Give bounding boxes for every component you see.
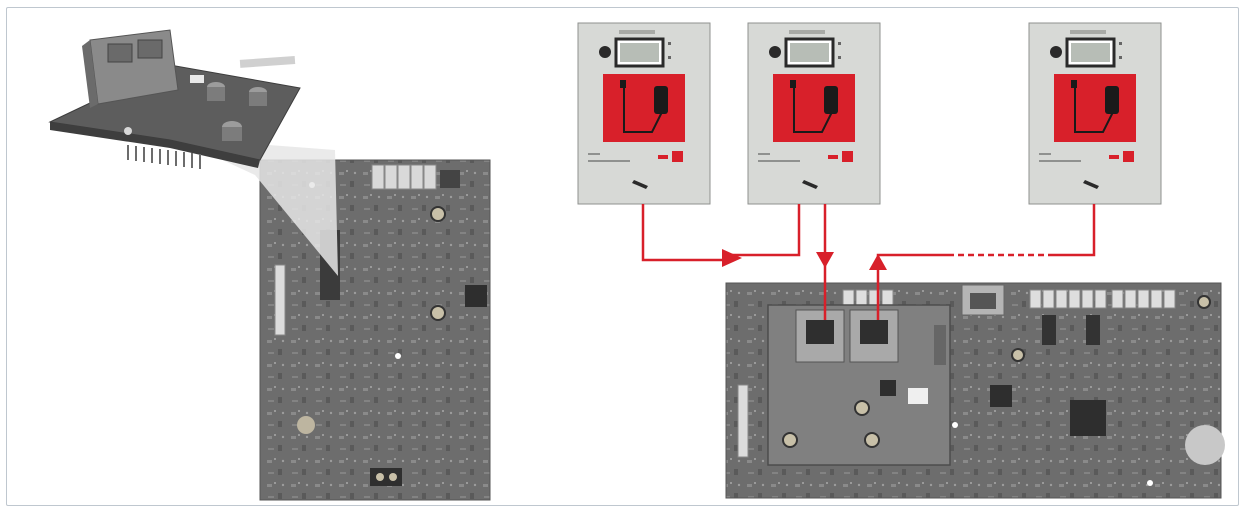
module-label-sticker	[190, 75, 204, 83]
plug-in-module	[50, 30, 300, 169]
arrow-down-to-jack	[816, 252, 834, 268]
panel-3-label-2	[1039, 160, 1081, 162]
arrow-right-to-junction	[722, 249, 742, 267]
panel-2-label-2	[758, 160, 800, 162]
module-mount-hole	[124, 127, 132, 135]
wire-panel-1	[643, 204, 722, 260]
right-board-side-connector	[738, 385, 748, 457]
right-board-chip	[990, 385, 1012, 407]
panel-1-label-2	[588, 160, 630, 162]
panel-2-label-top	[789, 30, 825, 34]
panel-3-label-top	[1070, 30, 1106, 34]
panel-1-speaker-icon	[599, 46, 611, 58]
left-board-side-connector	[275, 265, 285, 335]
right-board-processor	[1070, 400, 1106, 436]
handset-icon	[824, 86, 838, 114]
module-header-strip	[240, 56, 295, 68]
alarm-panel-1	[578, 23, 710, 204]
left-board-capacitor	[297, 416, 315, 434]
alarm-button-icon	[1123, 151, 1134, 162]
alarm-button-icon	[842, 151, 853, 162]
left-board-mount-1	[431, 207, 445, 221]
panel-2-label-1	[758, 153, 770, 155]
handset-icon	[1105, 86, 1119, 114]
arrow-up-from-jack	[869, 254, 887, 270]
right-board-battery	[1185, 425, 1225, 465]
installed-module	[768, 305, 950, 465]
handset-icon	[654, 86, 668, 114]
left-board-terminal	[370, 468, 402, 486]
panel-2-speaker-icon	[769, 46, 781, 58]
arrowheads	[722, 249, 887, 270]
alarm-button-icon	[672, 151, 683, 162]
module-label	[908, 388, 928, 404]
wire-panel-2-a	[722, 204, 799, 255]
right-main-board	[726, 283, 1225, 498]
wire-panel-3	[1048, 204, 1094, 255]
left-board-mount-2	[431, 306, 445, 320]
left-board-chip	[465, 285, 487, 307]
panel-1-label-top	[619, 30, 655, 34]
panel-3-label-1	[1039, 153, 1051, 155]
alarm-panel-2	[748, 23, 880, 204]
panel-1-label-1	[588, 153, 600, 155]
alarm-panel-3	[1029, 23, 1161, 204]
panel-3-speaker-icon	[1050, 46, 1062, 58]
